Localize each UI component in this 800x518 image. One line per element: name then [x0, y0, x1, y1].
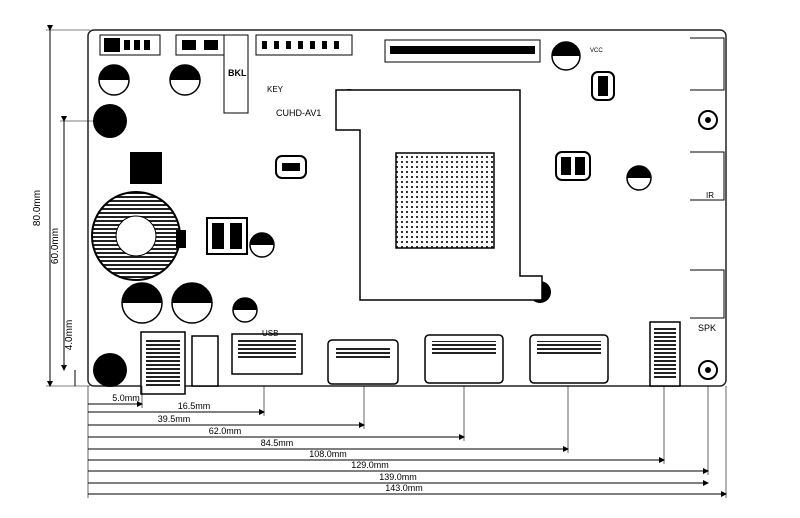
label-key: KEY [267, 85, 284, 94]
dim-h-7: 129.0mm [351, 460, 389, 470]
connector-ir [690, 151, 725, 201]
dim-h-9: 143.0mm [385, 483, 423, 493]
connector-key [255, 34, 353, 56]
dim-h-5: 84.5mm [261, 438, 294, 448]
dim-vertical-mid: 60.0mm [50, 228, 61, 264]
mount-hole-bottom-left [93, 353, 127, 387]
connector-right-3 [690, 269, 725, 319]
port-audio [191, 335, 219, 387]
label-usb: USB [262, 329, 278, 338]
label-spk: SPK [698, 323, 716, 333]
dim-h-3: 39.5mm [158, 414, 191, 424]
label-vcc: VCC [590, 48, 603, 54]
key-pins [262, 41, 339, 49]
label-ir: IR [706, 191, 714, 200]
dim-h-1: 5.0mm [112, 393, 140, 403]
label-model: CUHD-AV1 [276, 108, 321, 118]
dim-h-2: 16.5mm [178, 401, 211, 411]
connector-bkl [223, 34, 249, 114]
dim-h-8: 139.0mm [379, 472, 417, 482]
connector-right-1 [690, 37, 725, 91]
horizontal-dimensions: 5.0mm 16.5mm 39.5mm 62.0mm 84.5mm 108.0m… [87, 386, 727, 498]
main-soc [395, 152, 495, 249]
dim-vertical-total: 80.0mm [32, 190, 43, 226]
chip-a [130, 152, 162, 184]
dim-h-4: 62.0mm [209, 426, 242, 436]
dim-vertical-low: 4.0mm [64, 320, 75, 351]
dim-h-6: 108.0mm [309, 449, 347, 459]
label-bkl: BKL [228, 68, 247, 78]
mount-hole-top-left [93, 104, 127, 138]
